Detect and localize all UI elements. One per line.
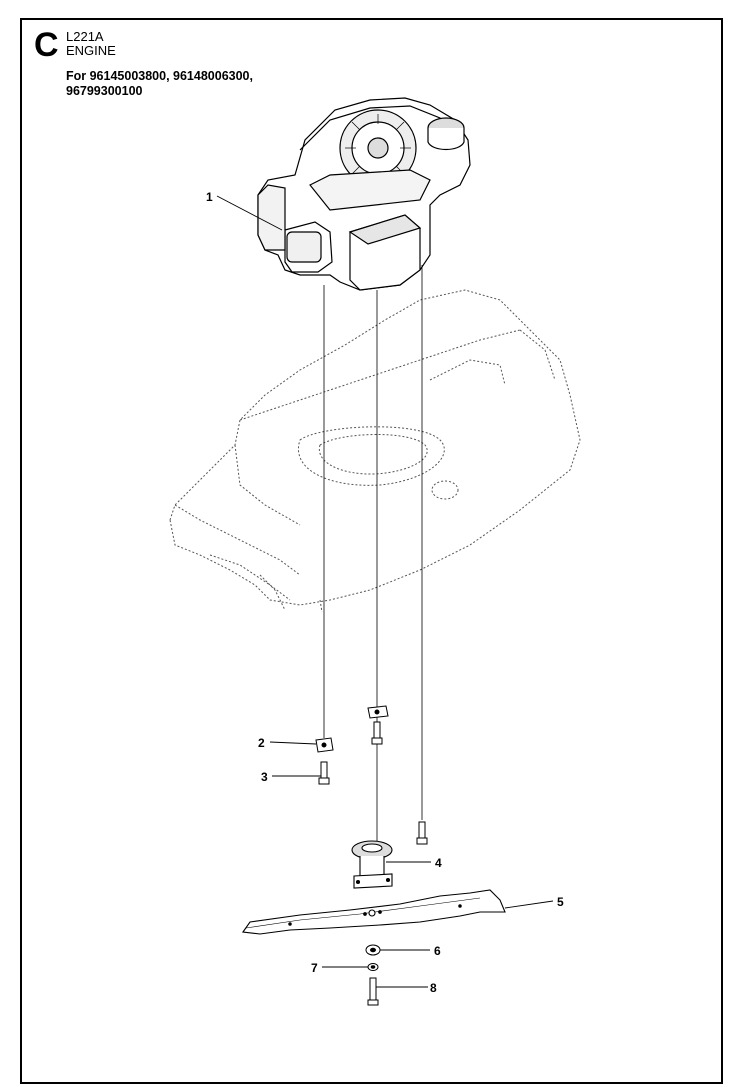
model-code: L221A (66, 29, 104, 44)
callout-2: 2 (258, 736, 265, 750)
engine-bolt-left (318, 761, 330, 785)
washer (365, 944, 381, 956)
section-title: ENGINE (66, 43, 116, 58)
engine-bolt-right (416, 821, 428, 845)
applies-to-line2: 96799300100 (66, 84, 143, 98)
callout-7: 7 (311, 961, 318, 975)
washer-plate (315, 737, 334, 753)
blade-hub (351, 840, 393, 889)
blade (242, 889, 506, 935)
center-plate (367, 705, 389, 719)
callout-1: 1 (206, 190, 213, 204)
engine-drawing (257, 97, 471, 291)
mower-deck-outline (169, 289, 581, 613)
applies-to-line1: For 96145003800, 96148006300, (66, 69, 253, 83)
blade-bolt (367, 977, 379, 1006)
section-letter: C (34, 26, 59, 64)
callout-3: 3 (261, 770, 268, 784)
callout-4: 4 (435, 856, 442, 870)
lock-washer (367, 963, 379, 971)
assembly-lines (323, 265, 423, 862)
leader-lines (216, 195, 554, 988)
callout-8: 8 (430, 981, 437, 995)
page-frame (20, 18, 723, 1084)
callout-6: 6 (434, 944, 441, 958)
center-bolt (371, 721, 383, 745)
callout-5: 5 (557, 895, 564, 909)
